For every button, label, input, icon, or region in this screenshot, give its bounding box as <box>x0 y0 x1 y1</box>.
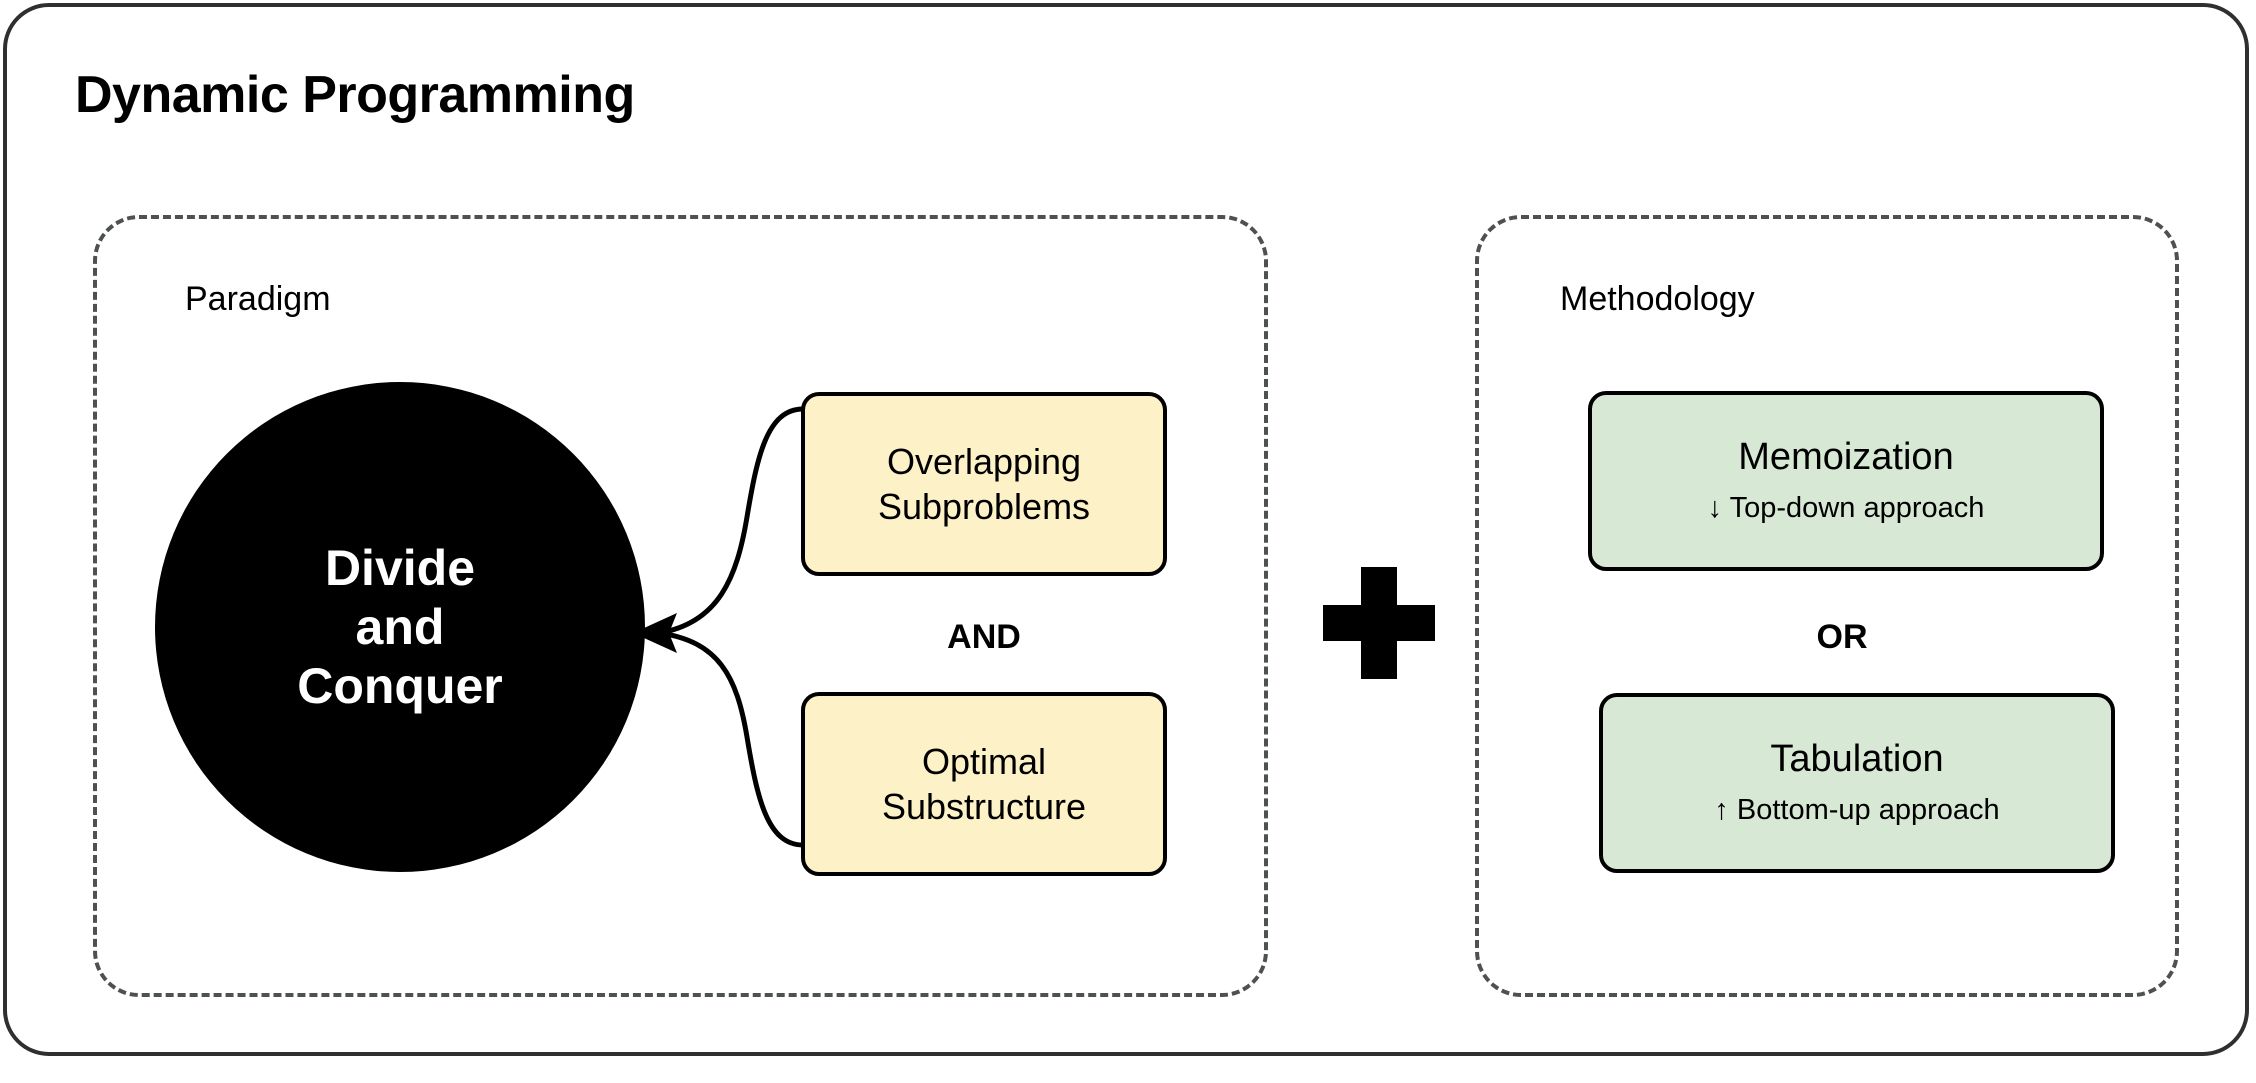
method-subtitle-memoization: ↓ Top-down approach <box>1707 491 1985 524</box>
properties-to-core-arrow <box>633 406 804 848</box>
method-box-memoization[interactable]: Memoization ↓ Top-down approach <box>1588 391 2104 571</box>
methodology-group-label: Methodology <box>1560 280 1755 318</box>
and-connector-label: AND <box>947 618 1021 656</box>
method-title-memoization: Memoization <box>1738 436 1954 479</box>
methodology-group <box>1475 215 2179 997</box>
property-label-overlapping-subproblems: Overlapping Subproblems <box>877 440 1091 527</box>
method-title-tabulation: Tabulation <box>1770 738 1944 781</box>
paradigm-group-label: Paradigm <box>185 280 331 318</box>
plus-operator-icon <box>1323 567 1435 679</box>
or-connector-label: OR <box>1816 618 1868 656</box>
property-box-overlapping-subproblems[interactable]: Overlapping Subproblems <box>801 392 1167 576</box>
method-box-tabulation[interactable]: Tabulation ↑ Bottom-up approach <box>1599 693 2115 873</box>
method-subtitle-tabulation: ↑ Bottom-up approach <box>1714 793 2000 826</box>
property-box-optimal-substructure[interactable]: Optimal Substructure <box>801 692 1167 876</box>
page-title: Dynamic Programming <box>75 66 635 124</box>
plus-vertical-bar <box>1361 567 1397 679</box>
property-label-optimal-substructure: Optimal Substructure <box>881 740 1087 827</box>
dynamic-programming-card: Dynamic Programming Paradigm Divide and … <box>3 3 2249 1056</box>
divide-and-conquer-label: Divide and Conquer <box>297 539 503 714</box>
paradigm-group <box>93 215 1268 997</box>
divide-and-conquer-node[interactable]: Divide and Conquer <box>155 382 645 872</box>
